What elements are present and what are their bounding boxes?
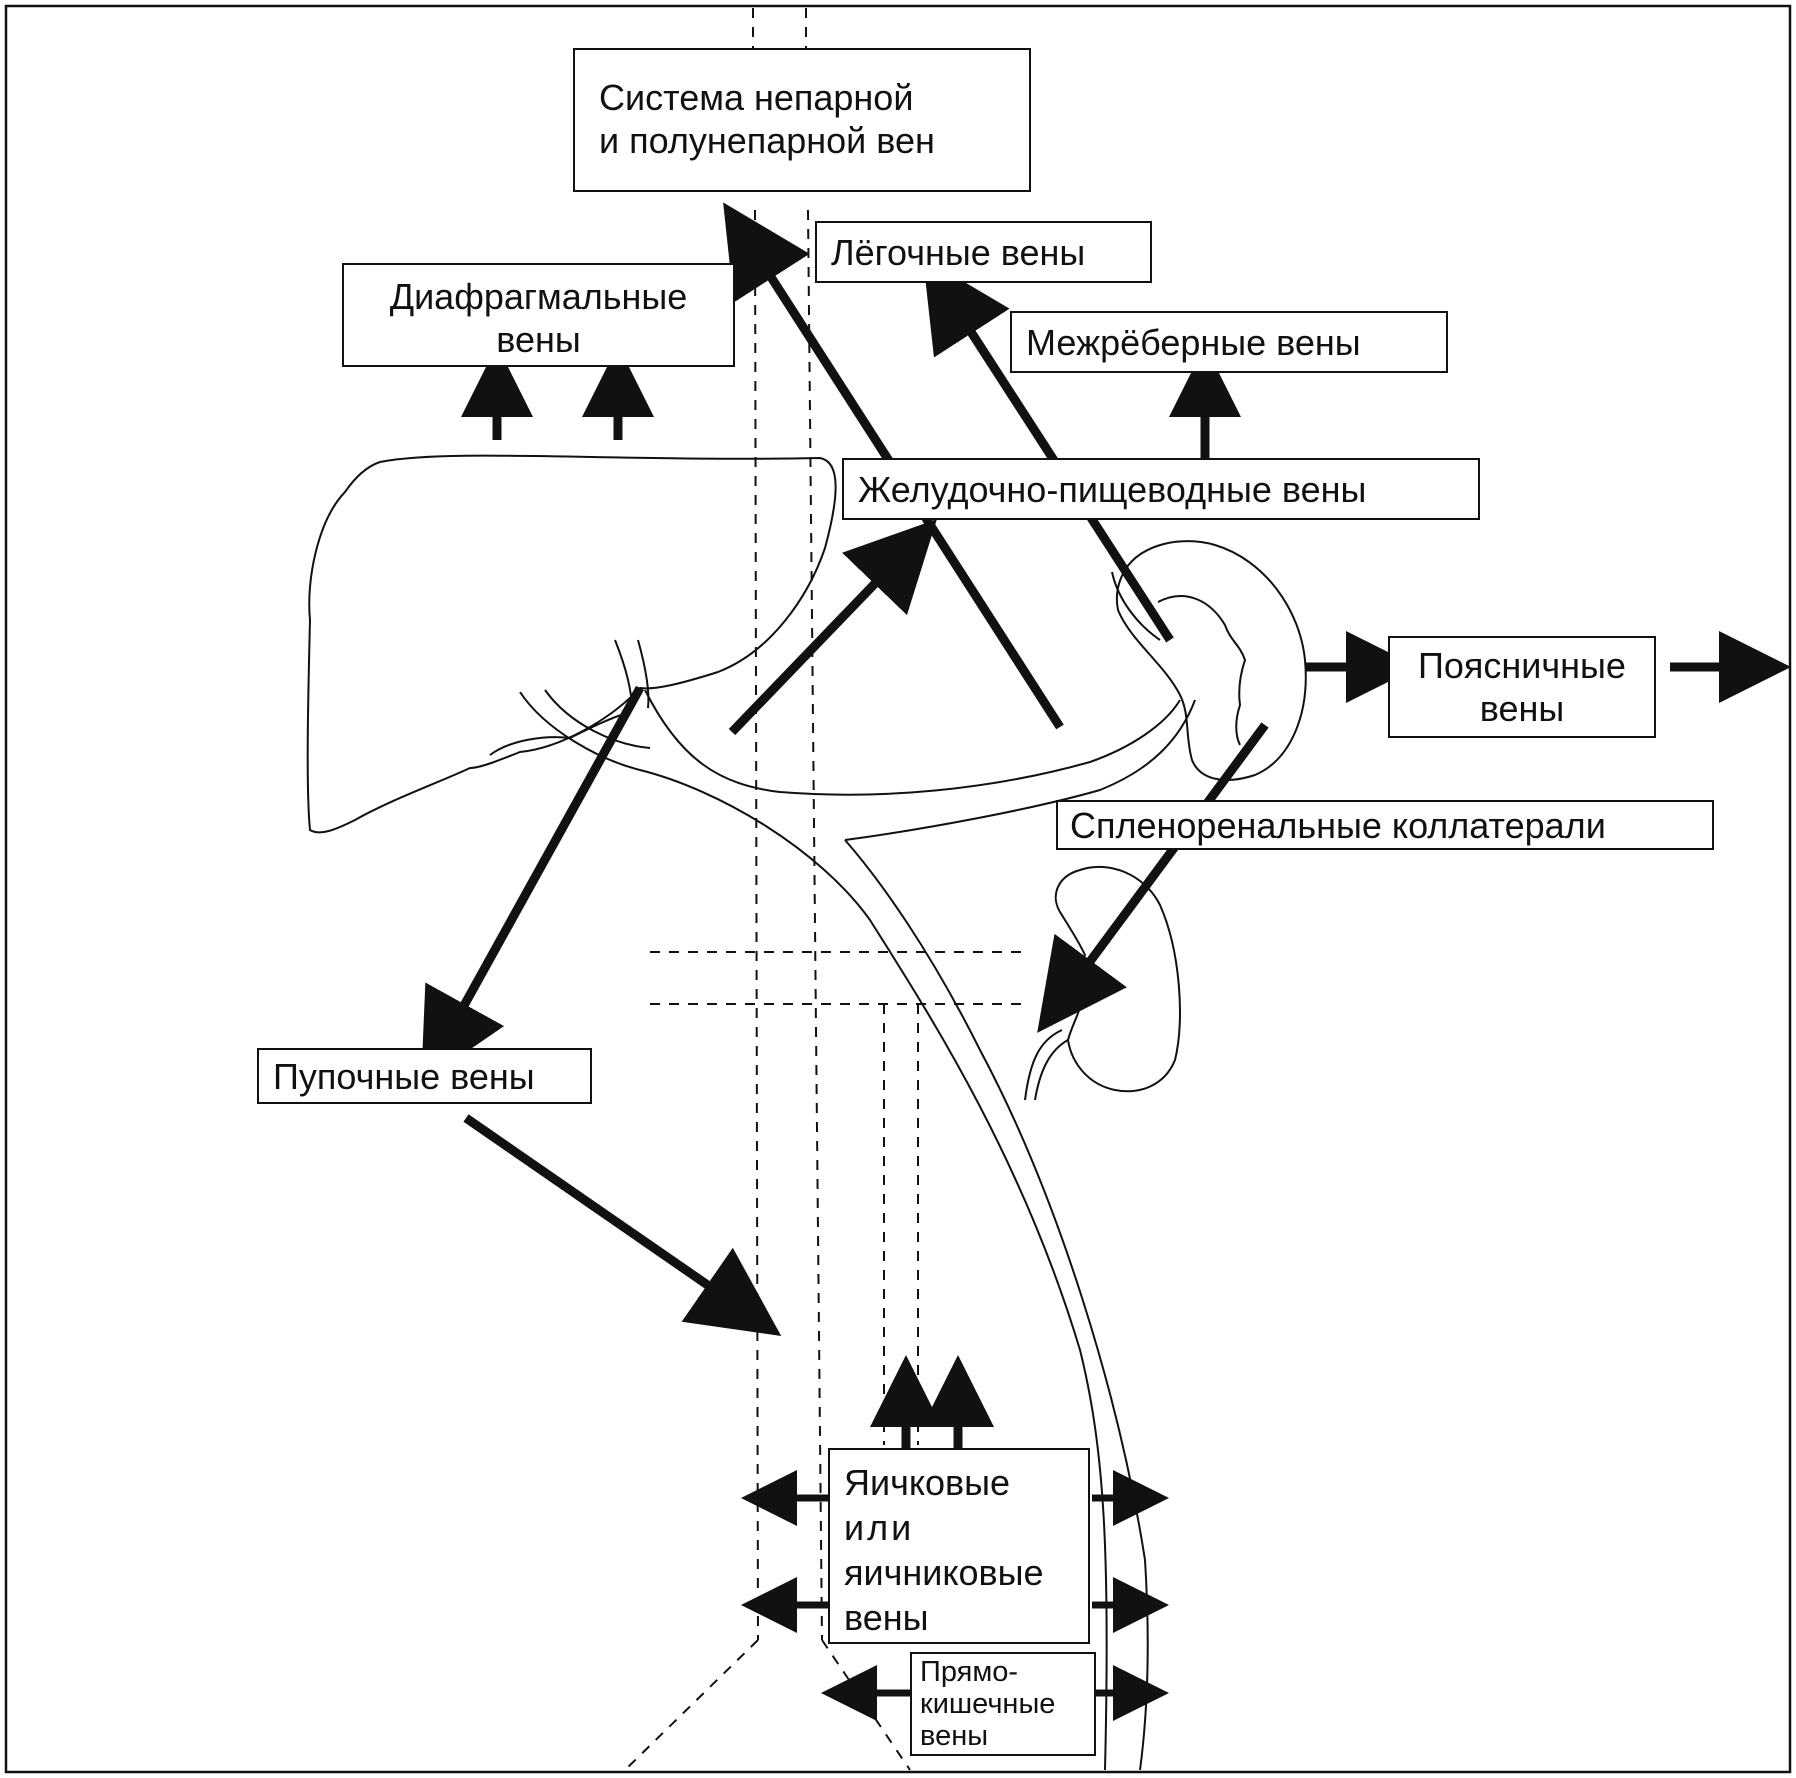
portal-vein bbox=[519, 639, 1196, 1771]
rectal-label-line-3: вены bbox=[920, 1719, 989, 1752]
gonadal-label-line-4: вены bbox=[844, 1597, 929, 1638]
gastroesophageal-veins-label: Желудочно-пищеводные вены bbox=[842, 458, 1480, 520]
diaphragmatic-label-line-2: вены bbox=[496, 319, 581, 361]
diaphragmatic-veins-label: Диафрагмальные вены bbox=[342, 263, 735, 367]
lumbar-label-line-2: вены bbox=[1479, 688, 1565, 730]
spleen-outline bbox=[1115, 540, 1307, 781]
umbilical-veins-label: Пупочные вены bbox=[257, 1048, 592, 1104]
rectal-label-line-2: кишечные bbox=[920, 1687, 1056, 1720]
renal-vessel bbox=[1024, 1029, 1069, 1101]
gonadal-label-line-1: Яичковые bbox=[844, 1462, 1011, 1503]
outer-frame bbox=[4, 4, 1792, 1774]
rectal-veins-label: Прямо- кишечные вены bbox=[910, 1652, 1096, 1756]
liver-outline bbox=[306, 454, 837, 834]
intercostal-veins-label: Межрёберные вены bbox=[1010, 311, 1448, 373]
stomach-edge bbox=[1111, 571, 1161, 641]
splenic-hilum bbox=[1157, 595, 1247, 746]
gonadal-label-line-3: яичниковые bbox=[844, 1552, 1044, 1593]
pulmonary-veins-label: Лёгочные вены bbox=[815, 221, 1152, 283]
azygos-system-label: Система непарной и полунепарной вен bbox=[573, 48, 1031, 192]
gonadal-veins-label: Яичковые или яичниковые вены bbox=[828, 1448, 1090, 1644]
azygos-label-line-1: Система непарной bbox=[599, 77, 914, 118]
rectal-label-line-1: Прямо- bbox=[920, 1656, 1019, 1688]
lumbar-veins-label: Поясничные вены bbox=[1388, 636, 1656, 738]
gonadal-label-line-2: или bbox=[844, 1507, 915, 1548]
splenorenal-collaterals-label: Спленоренальные коллатерали bbox=[1056, 800, 1714, 850]
lumbar-label-line-1: Поясничные bbox=[1418, 645, 1626, 686]
diaphragmatic-label-line-1: Диафрагмальные bbox=[389, 276, 688, 317]
azygos-label-line-2: и полунепарной вен bbox=[599, 120, 935, 162]
kidney-outline bbox=[1054, 865, 1181, 1093]
